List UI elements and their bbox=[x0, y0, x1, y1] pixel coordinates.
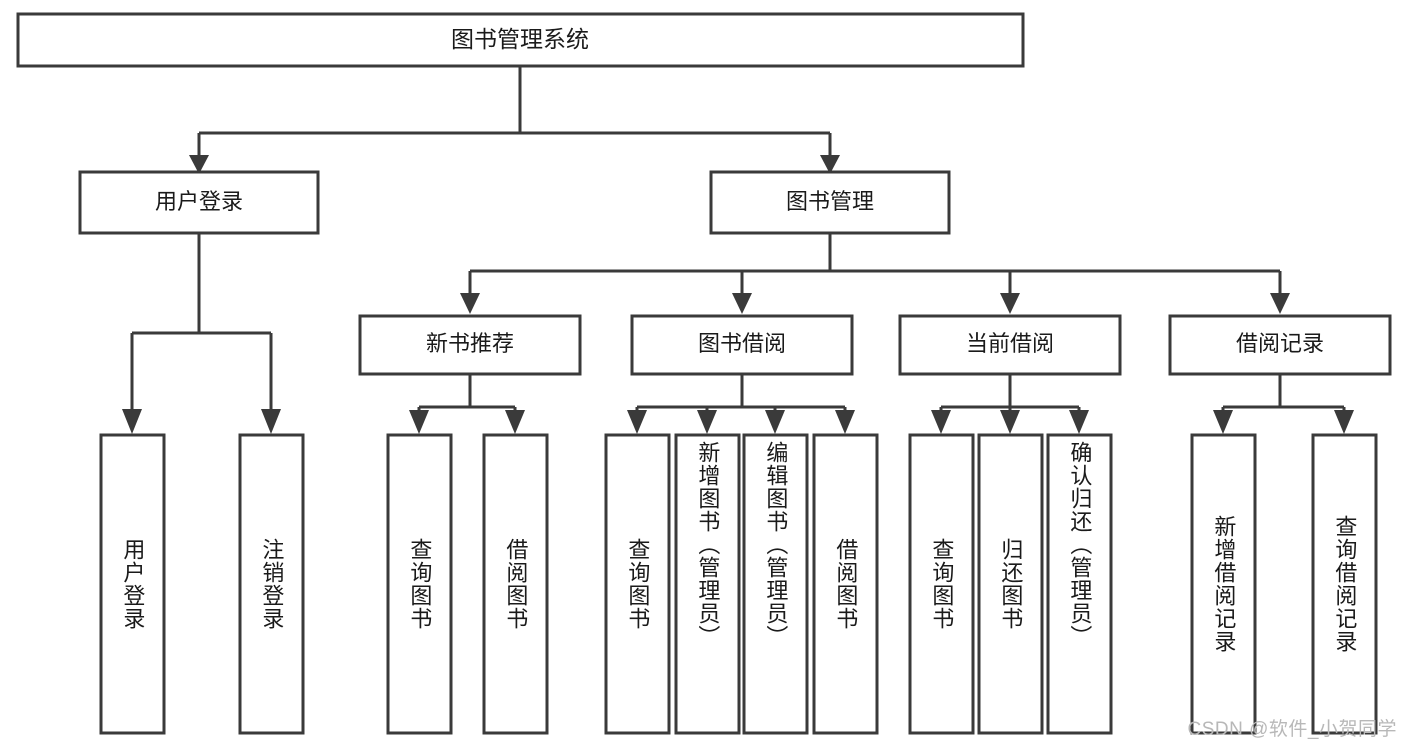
edge-bookborrow-bus bbox=[635, 374, 847, 414]
node-layer: 图书管理系统 用户登录 图书管理 新书推荐 图书借阅 当前借阅 借阅记录 bbox=[16, 12, 1392, 735]
node-book-borrow-label: 图书借阅 bbox=[698, 331, 786, 356]
node-book-borrow[interactable] bbox=[630, 314, 854, 376]
arrowhead-br-leaf-1 bbox=[1213, 410, 1233, 434]
node-root[interactable] bbox=[16, 12, 1025, 68]
arrowhead-book-borrow bbox=[732, 293, 752, 314]
leaf-box-nb-borrow-book[interactable] bbox=[482, 433, 549, 735]
arrowhead-cb-leaf-2 bbox=[1000, 410, 1020, 434]
node-user-login[interactable] bbox=[78, 170, 320, 235]
leaf-box-bb-edit-book[interactable] bbox=[742, 433, 809, 735]
arrowhead-book-manage bbox=[820, 155, 840, 174]
arrowhead-leaf-logout bbox=[261, 409, 281, 434]
edge-userlogin-bus bbox=[130, 233, 273, 412]
leaf-box-cb-query-book[interactable] bbox=[908, 433, 975, 735]
arrowhead-bb-leaf-4 bbox=[835, 410, 855, 434]
arrowhead-user-login bbox=[189, 155, 209, 174]
arrowhead-cb-leaf-3 bbox=[1069, 410, 1089, 434]
arrowhead-nb-leaf-2 bbox=[505, 410, 525, 434]
edge-borrowrecord-bus bbox=[1221, 374, 1346, 414]
arrowhead-br-leaf-2 bbox=[1334, 410, 1354, 434]
arrowhead-nb-leaf-1 bbox=[409, 410, 429, 434]
node-current-borrow[interactable] bbox=[898, 314, 1122, 376]
leaf-box-logout[interactable] bbox=[238, 433, 305, 735]
arrowhead-borrow-record bbox=[1270, 293, 1290, 314]
edge-bookmanage-bus bbox=[468, 233, 1282, 296]
leaf-box-bb-query-book[interactable] bbox=[604, 433, 671, 735]
node-book-manage-label: 图书管理 bbox=[786, 189, 874, 214]
node-new-book-recommend-label: 新书推荐 bbox=[426, 331, 514, 356]
arrowhead-leaf-user-login bbox=[122, 409, 142, 434]
leaf-box-user-login[interactable] bbox=[99, 433, 166, 735]
arrowhead-cb-leaf-1 bbox=[931, 410, 951, 434]
node-borrow-record-label: 借阅记录 bbox=[1236, 331, 1324, 356]
node-user-login-label: 用户登录 bbox=[155, 189, 243, 214]
leaf-box-bb-add-book[interactable] bbox=[674, 433, 741, 735]
connector-layer bbox=[122, 66, 1354, 434]
node-root-label: 图书管理系统 bbox=[451, 26, 589, 52]
leaf-box-cb-confirm-return[interactable] bbox=[1046, 433, 1113, 735]
node-current-borrow-label: 当前借阅 bbox=[966, 331, 1054, 356]
node-borrow-record[interactable] bbox=[1168, 314, 1392, 376]
arrowhead-current-borrow bbox=[1000, 293, 1020, 314]
edge-currentborrow-bus bbox=[939, 374, 1081, 414]
arrowhead-bb-leaf-1 bbox=[627, 410, 647, 434]
leaf-box-nb-query-book[interactable] bbox=[386, 433, 453, 735]
node-new-book-recommend[interactable] bbox=[358, 314, 582, 376]
leaf-box-br-query-record[interactable] bbox=[1311, 433, 1378, 735]
node-book-manage[interactable] bbox=[709, 170, 951, 235]
arrowhead-bb-leaf-3 bbox=[765, 410, 785, 434]
leaf-box-br-add-record[interactable] bbox=[1190, 433, 1257, 735]
arrowhead-new-book bbox=[460, 293, 480, 314]
leaf-box-cb-return-book[interactable] bbox=[977, 433, 1044, 735]
leaf-box-bb-borrow-book[interactable] bbox=[812, 433, 879, 735]
edge-newbook-bus bbox=[417, 374, 517, 414]
watermark-text: CSDN @软件_小贺同学 bbox=[1187, 719, 1397, 740]
arrowhead-bb-leaf-2 bbox=[697, 410, 717, 434]
edge-root-bus bbox=[197, 66, 832, 158]
